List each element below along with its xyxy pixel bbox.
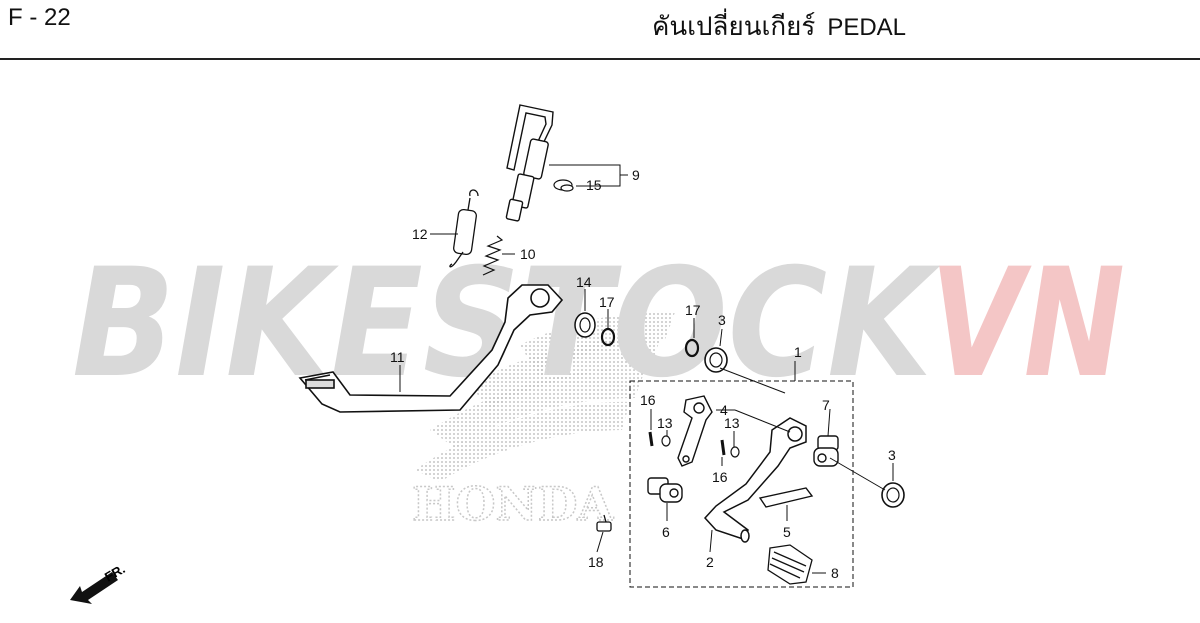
part-2-shift-arm [703,417,807,543]
callout-10: 10 [520,246,536,262]
callout-2: 2 [706,554,714,570]
part-1-assembly-box [629,380,854,588]
part-4-lever [677,395,713,467]
part-18-bolt [596,514,612,532]
leader-lines [399,164,894,574]
part-12-spring [449,189,479,268]
part-16b-pin [720,439,726,456]
callout-6: 6 [662,524,670,540]
callout-16a: 16 [640,392,656,408]
callout-7: 7 [822,397,830,413]
front-direction-arrow: FR. [70,561,128,604]
part-17a-circlip [600,327,616,347]
callout-1: 1 [794,344,802,360]
part-9-rod-assembly [505,104,554,222]
callout-12: 12 [412,226,428,242]
callout-15: 15 [586,177,602,193]
watermark-right: VN [930,237,1125,411]
part-13a-washer [661,435,671,447]
callout-16b: 16 [712,469,728,485]
part-14-washer-hole [579,317,591,333]
page-title: คันเปลี่ยนเกียร์ PEDAL [652,6,906,47]
callout-9: 9 [632,167,640,183]
callout-3b: 3 [888,447,896,463]
part-16a-pin [648,431,654,447]
part-3a-seal-hole [709,352,723,368]
page-title-thai: คันเปลี่ยนเกียร์ [652,12,816,42]
page-header: F - 22 คันเปลี่ยนเกียร์ PEDAL [0,0,1200,60]
part-11-pedal [298,284,564,413]
callout-17b: 17 [685,302,701,318]
page-title-english: PEDAL [827,14,907,41]
part-3b-seal-hole [886,487,900,503]
part-13b-washer [730,446,740,458]
page-code: F - 22 [8,4,71,31]
callout-4: 4 [720,402,728,418]
part-6-joint [647,477,683,503]
part-17b-circlip [684,338,700,358]
callout-13b: 13 [724,415,740,431]
part-8-rubber [767,544,813,585]
callout-5: 5 [783,524,791,540]
part-5-rod [758,487,814,508]
honda-wing-mark: HONDA [411,311,675,532]
callout-18: 18 [588,554,604,570]
part-7-joint [813,435,839,467]
callout-3a: 3 [718,312,726,328]
callout-8: 8 [831,565,839,581]
callout-14: 14 [576,274,592,290]
part-10-spring [482,235,504,276]
callout-13a: 13 [657,415,673,431]
callout-11: 11 [390,349,405,365]
part-15-clip [553,179,574,192]
callout-17a: 17 [599,294,615,310]
honda-logo-text: HONDA [412,477,614,531]
